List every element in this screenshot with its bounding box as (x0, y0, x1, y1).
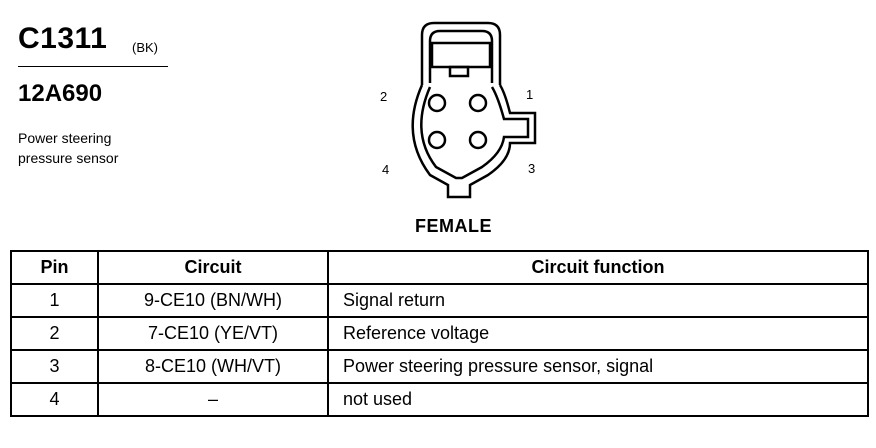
pin-cell: 1 (10, 283, 99, 318)
header-circuit: Circuit (97, 250, 329, 285)
pin-label-4: 4 (382, 162, 389, 177)
function-cell: not used (327, 382, 869, 417)
description-line-2: pressure sensor (18, 150, 119, 166)
locking-tab-notch (448, 65, 470, 78)
function-cell: Reference voltage (327, 316, 869, 351)
function-cell: Power steering pressure sensor, signal (327, 349, 869, 384)
function-cell: Signal return (327, 283, 869, 318)
connector-inner-outline (428, 29, 494, 83)
pin-table: Pin Circuit Circuit function 1 9-CE10 (B… (10, 250, 869, 417)
gender-label: FEMALE (415, 216, 492, 236)
circuit-cell: 7-CE10 (YE/VT) (97, 316, 329, 351)
connector-face-diagram: 2 1 4 3 (380, 21, 537, 199)
part-number: 12A690 (18, 80, 103, 107)
pin-cavity-1 (468, 93, 488, 113)
pin-cell: 3 (10, 349, 99, 384)
circuit-cell: – (97, 382, 329, 417)
pin-cavity-3 (468, 130, 488, 150)
pin-cell: 2 (10, 316, 99, 351)
circuit-cell: 9-CE10 (BN/WH) (97, 283, 329, 318)
header-pin: Pin (10, 250, 99, 285)
pin-cell: 4 (10, 382, 99, 417)
pin-label-1: 1 (526, 87, 533, 102)
connector-outline (420, 21, 502, 85)
pin-cavity-4 (427, 130, 447, 150)
table-row: 1 9-CE10 (BN/WH) Signal return (10, 283, 869, 318)
pin-label-3: 3 (528, 161, 535, 176)
connector-body-inner (420, 86, 530, 180)
pin-label-2: 2 (380, 89, 387, 104)
table-row: 3 8-CE10 (WH/VT) Power steering pressure… (10, 349, 869, 384)
locking-tab (430, 41, 492, 69)
circuit-cell: 8-CE10 (WH/VT) (97, 349, 329, 384)
header-circuit-function: Circuit function (327, 250, 869, 285)
connector-body (411, 84, 537, 199)
table-row: 4 – not used (10, 382, 869, 417)
table-header-row: Pin Circuit Circuit function (10, 250, 869, 285)
description-line-1: Power steering (18, 130, 112, 146)
connector-description: Power steering pressure sensor (18, 128, 158, 168)
table-row: 2 7-CE10 (YE/VT) Reference voltage (10, 316, 869, 351)
title-rule (18, 66, 168, 67)
connector-color: (BK) (132, 40, 158, 55)
pin-cavity-2 (427, 93, 447, 113)
connector-code: C1311 (18, 22, 108, 55)
